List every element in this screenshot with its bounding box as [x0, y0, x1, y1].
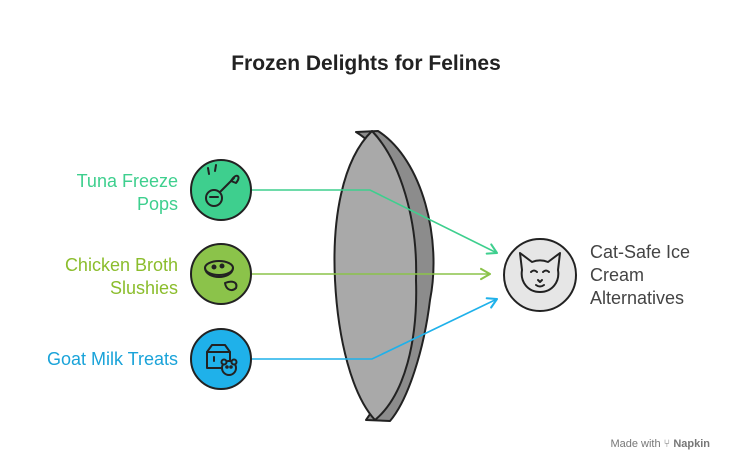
label-line: Goat Milk Treats [46, 349, 178, 369]
milk-carton-icon [206, 344, 238, 376]
label-chicken-broth-slushies: Chicken Broth Slushies [65, 254, 178, 300]
output-circle [503, 238, 577, 312]
watermark-brand: Napkin [673, 438, 710, 450]
watermark: Made with ⑂ Napkin [610, 438, 710, 450]
label-goat-milk-treats: Goat Milk Treats [47, 348, 178, 371]
label-line: Cream [590, 265, 645, 285]
input-circle-tuna [190, 159, 252, 221]
input-circle-chicken [190, 243, 252, 305]
napkin-logo-icon: ⑂ [663, 438, 671, 450]
input-circle-goat [190, 328, 252, 390]
label-tuna-freeze-pops: Tuna Freeze Pops [77, 170, 178, 216]
broth-bowl-icon [204, 260, 238, 292]
diagram-title: Frozen Delights for Felines [231, 52, 501, 75]
connector-goat [252, 297, 499, 360]
lens [333, 130, 435, 422]
label-output: Cat-Safe Ice Cream Alternatives [590, 241, 690, 310]
label-line: Chicken Broth [64, 255, 178, 275]
watermark-prefix: Made with [610, 438, 661, 450]
label-line: Tuna Freeze [76, 171, 178, 191]
label-line: Cat-Safe Ice [590, 242, 691, 262]
label-line: Alternatives [590, 288, 685, 308]
connector-tuna [252, 189, 499, 255]
label-line: Slushies [109, 278, 178, 298]
cat-face-icon [519, 252, 561, 293]
label-line: Pops [136, 194, 178, 214]
tuna-spoon-icon [205, 164, 240, 207]
